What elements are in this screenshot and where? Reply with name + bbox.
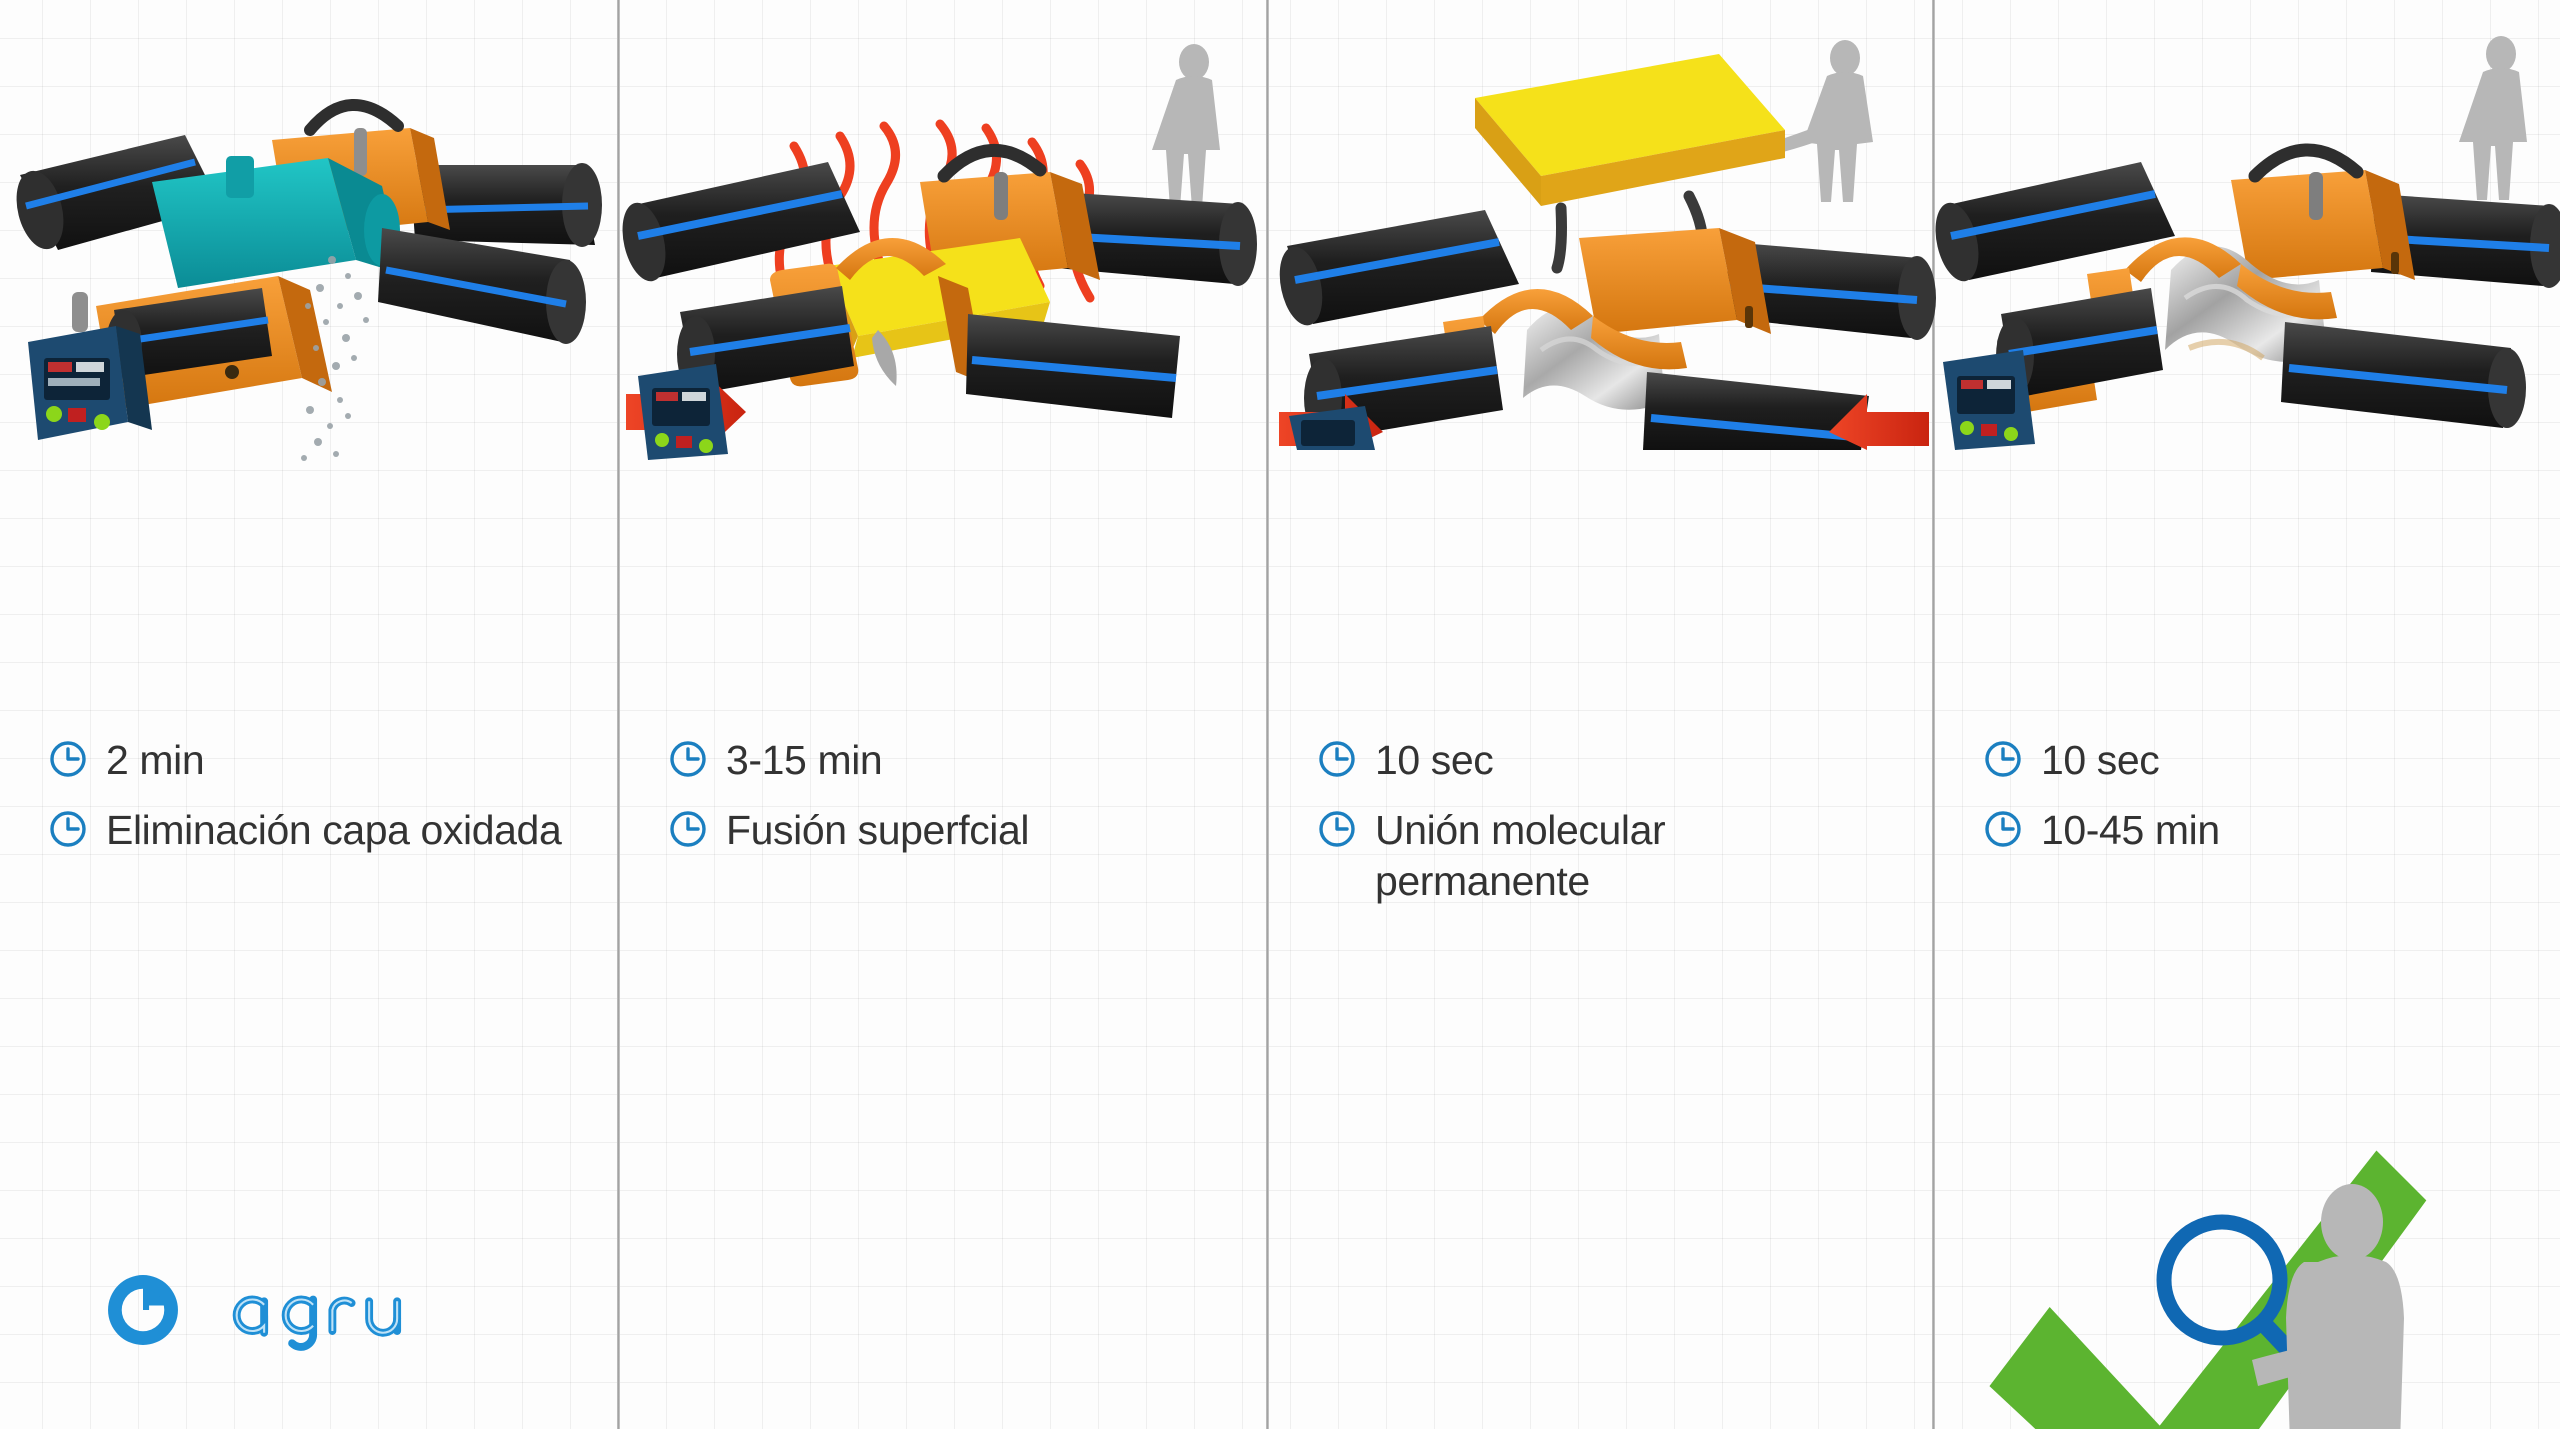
- panel-divider-2: [1266, 0, 1269, 1429]
- hdpe-pipe-rear-left: [16, 135, 220, 250]
- caption-text: Fusión superfcial: [726, 806, 1030, 853]
- hdpe-pipe-front-right: [1643, 372, 1869, 450]
- teal-planer: [152, 156, 402, 288]
- caption-line: Unión molecular permanente: [1317, 805, 1897, 908]
- hdpe-pipe-front-right: [378, 228, 586, 344]
- hdpe-pipe-rear-right: [1725, 242, 1936, 340]
- panel-step-4: 10 sec 10-45 min: [1935, 0, 2560, 1429]
- clock-icon: [50, 810, 86, 847]
- panel-step-3: 10 sec Unión molecular permanente: [1269, 0, 1936, 1429]
- person-silhouette-icon: [1152, 44, 1220, 208]
- illustration-heating-plate: [622, 44, 1257, 460]
- illustration-cooling-finished-weld: [1935, 36, 2560, 450]
- control-panel: [638, 364, 728, 460]
- caption-text: 10 sec: [2041, 737, 2160, 783]
- clock-icon: [670, 741, 706, 777]
- clock-icon: [1985, 810, 2021, 847]
- illustration-facing-planer: [16, 99, 602, 461]
- person-silhouette-icon: [2459, 36, 2527, 200]
- caption-line: Eliminación capa oxidada: [48, 805, 588, 857]
- caption-text: Eliminación capa oxidada: [106, 806, 562, 853]
- panel-step-2: 3-15 min Fusión superfcial: [620, 0, 1266, 1429]
- caption-line: 2 min: [48, 735, 588, 787]
- panel-step-1: 2 min Eliminación capa oxidada: [0, 0, 617, 1429]
- caption-step-4: 10 sec 10-45 min: [1983, 735, 2523, 874]
- caption-step-3: 10 sec Unión molecular permanente: [1317, 735, 1897, 926]
- illustration-joining-pipes: [1279, 40, 1936, 450]
- hdpe-pipe-rear-left: [1935, 162, 2175, 282]
- inspector-silhouette-icon: [2252, 1184, 2404, 1429]
- panel-divider-1: [617, 0, 620, 1429]
- caption-text: 10 sec: [1375, 737, 1494, 783]
- hdpe-pipe-rear-right: [2371, 194, 2560, 288]
- clock-icon: [1319, 810, 1355, 847]
- hdpe-pipe-front-right: [966, 314, 1180, 418]
- caption-step-2: 3-15 min Fusión superfcial: [668, 735, 1228, 874]
- agru-ring-logo-icon: [108, 1275, 178, 1345]
- hdpe-pipe-rear-left: [622, 162, 860, 282]
- hdpe-pipe-front-left: [677, 286, 854, 394]
- weld-bead: [872, 330, 897, 386]
- clock-icon: [1985, 741, 2021, 777]
- control-panel: [1289, 406, 1375, 450]
- clock-icon: [1319, 741, 1355, 777]
- inspection-result-graphic: [1989, 1150, 2427, 1429]
- panel-divider-3: [1932, 0, 1935, 1429]
- orange-clamp-rear: [2231, 143, 2415, 280]
- red-arrow-right: [1829, 394, 1929, 450]
- caption-text: 10-45 min: [2041, 806, 2220, 853]
- orange-clamp-rear: [1579, 228, 1771, 334]
- caption-text: Unión molecular permanente: [1375, 806, 1666, 905]
- agru-wordmark: [232, 1295, 402, 1351]
- yellow-heater-plate-removed: [1475, 54, 1785, 206]
- clock-icon: [670, 810, 706, 847]
- magnifier-icon: [2156, 1214, 2307, 1369]
- control-panel: [1943, 350, 2035, 450]
- hydraulic-hose: [1551, 202, 1567, 274]
- shavings: [301, 256, 369, 461]
- caption-step-1: 2 min Eliminación capa oxidada: [48, 735, 588, 874]
- caption-line: Fusión superfcial: [668, 805, 1228, 857]
- caption-line: 3-15 min: [668, 735, 1228, 787]
- caption-line: 10 sec: [1983, 735, 2523, 787]
- hdpe-pipe-rear-right: [1056, 192, 1257, 286]
- clock-icon: [50, 741, 86, 777]
- caption-text: 2 min: [106, 737, 205, 783]
- hdpe-pipe-front-right: [2281, 322, 2526, 428]
- agru-logo: [105, 1272, 477, 1351]
- control-panel: [28, 326, 152, 440]
- caption-text: 3-15 min: [726, 737, 883, 783]
- caption-line: 10 sec: [1317, 735, 1897, 787]
- caption-line: 10-45 min: [1983, 805, 2523, 857]
- hdpe-pipe-rear-left: [1279, 210, 1519, 326]
- person-silhouette-icon: [1779, 40, 1873, 202]
